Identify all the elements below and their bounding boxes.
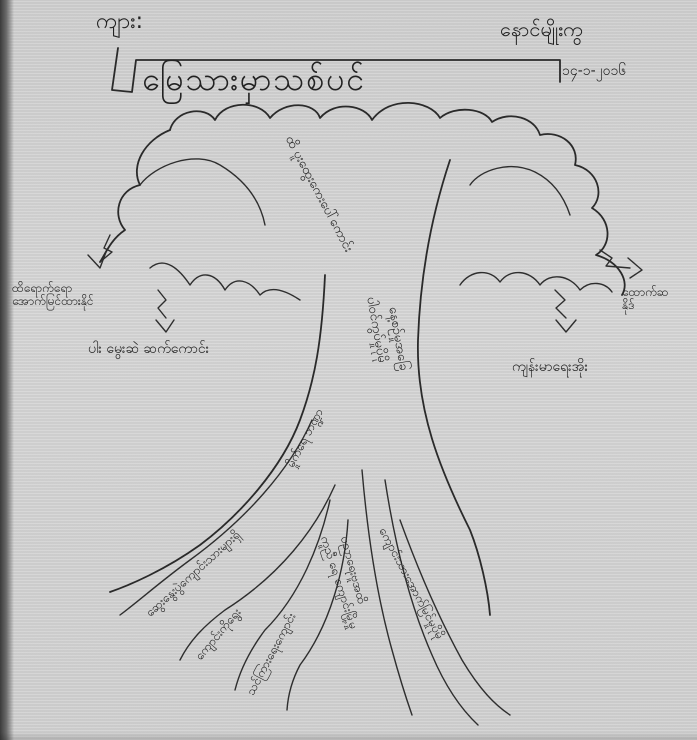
- author-name: နောင်မျိုးကွ: [500, 18, 583, 40]
- root-line-1: [120, 420, 312, 615]
- trunk-right-edge: [418, 160, 490, 615]
- canopy-inner-left-bottom: [150, 263, 300, 300]
- page-title: မြေသားမှာသစ်ပင်: [142, 62, 366, 97]
- right-inner-arrowhead: [556, 320, 576, 332]
- canopy-inner-left-lobe: [140, 159, 265, 225]
- left-inner-arrow-line: [158, 290, 166, 318]
- tree-canopy-outline: [170, 103, 625, 295]
- left-branch-arrowhead: [88, 252, 106, 268]
- canopy-inner-right-lobe: [470, 167, 570, 215]
- branch-label-left-outer: ထိရောက်ရော အောက်မြင်ထားနိုင်: [12, 282, 94, 308]
- root-line-3: [235, 500, 330, 690]
- left-inner-arrowhead: [156, 320, 174, 332]
- branch-label-left-inner: ပါး မွေးဆဲ ဆက်ကောင်း: [88, 342, 209, 357]
- date-label: ၁၄-၁-၂၀၁၆: [562, 64, 626, 79]
- root-line-5: [362, 470, 412, 715]
- branch-label-right-outer: ထောက်ဆ နိုဒ်: [622, 286, 668, 312]
- top-left-label: ကျား:: [96, 10, 143, 34]
- canopy-left-side: [100, 130, 170, 262]
- canopy-inner-right-bottom: [460, 273, 612, 292]
- root-line-7: [400, 520, 510, 715]
- right-inner-arrow-line: [555, 290, 566, 318]
- branch-label-right-inner: ကျန်းမာရေးအိုး: [512, 360, 588, 375]
